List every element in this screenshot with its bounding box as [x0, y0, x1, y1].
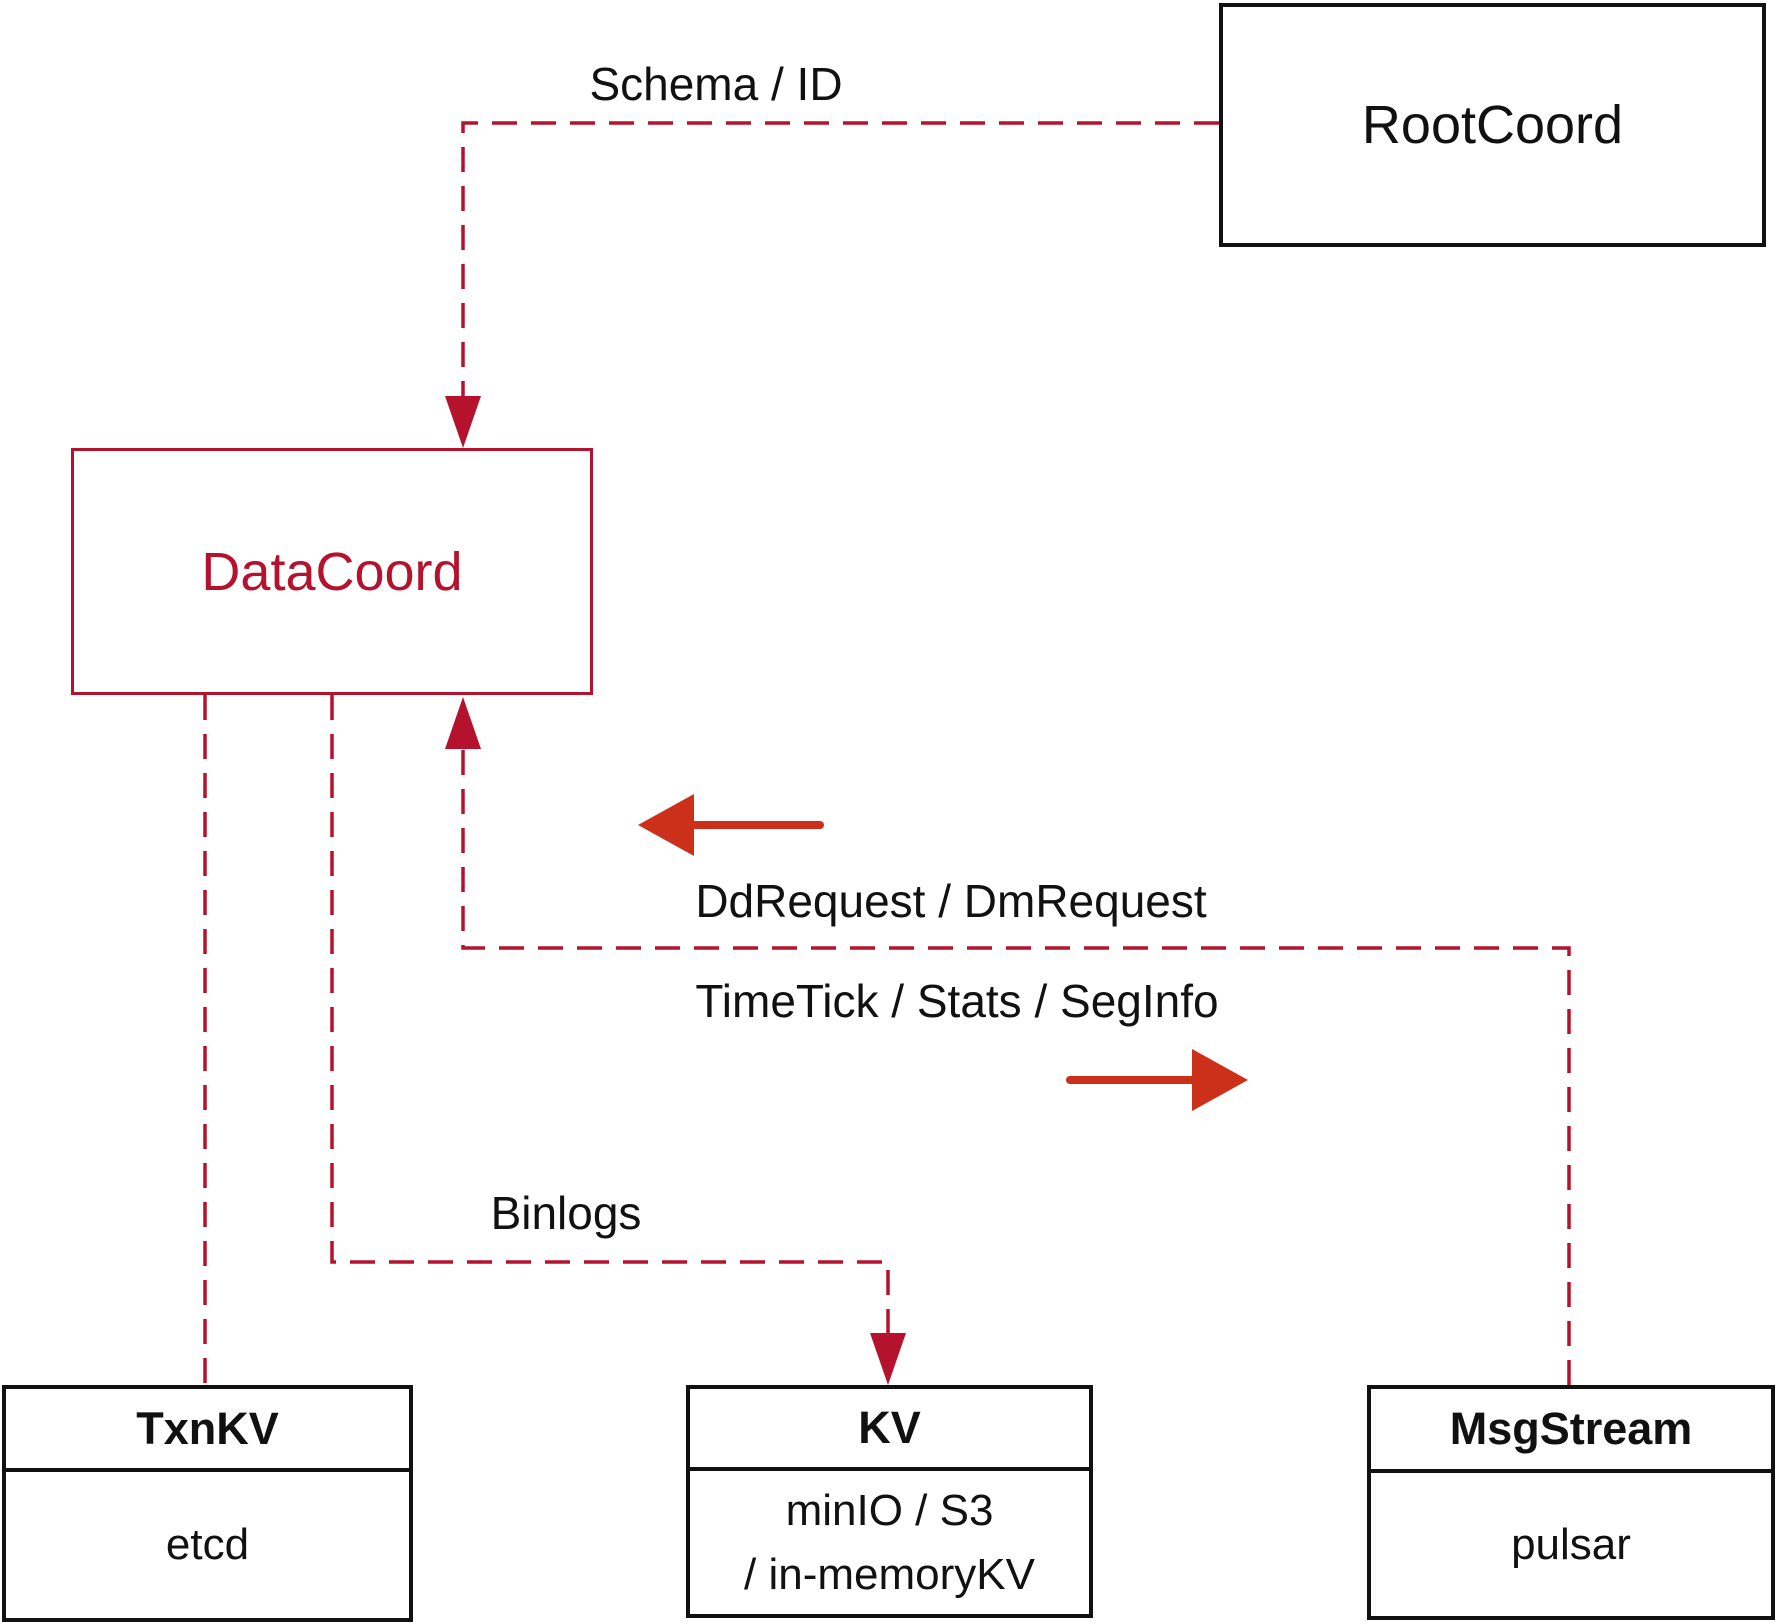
kv-title: KV [690, 1389, 1089, 1471]
msgstream-impl: pulsar [1511, 1519, 1631, 1569]
datacoord-label: DataCoord [201, 541, 463, 602]
msgstream-title: MsgStream [1371, 1389, 1771, 1473]
txnkv-impl: etcd [165, 1520, 250, 1569]
kv-body: minIO / S3 / in-memoryKV [690, 1471, 1089, 1614]
edge-rootcoord-to-datacoord [461, 121, 1219, 396]
arrowhead-up-icon [445, 697, 481, 749]
arrowhead-down-icon [870, 1333, 906, 1385]
msgstream-body: pulsar [1371, 1473, 1771, 1616]
edge-label-timetick-stats-seginfo: TimeTick / Stats / SegInfo [695, 975, 1219, 1027]
txnkv-title: TxnKV [6, 1389, 409, 1472]
txnkv-body: etcd [6, 1472, 409, 1618]
node-rootcoord: RootCoord [1219, 3, 1766, 247]
node-msgstream: MsgStream pulsar [1367, 1385, 1775, 1620]
kv-impl-line2: / in-memoryKV [744, 1549, 1035, 1599]
edge-datacoord-to-kv [330, 695, 890, 1333]
edge-label-binlogs: Binlogs [490, 1187, 642, 1239]
edge-label-schema-id: Schema / ID [589, 58, 843, 110]
kv-impl-line1: minIO / S3 [785, 1485, 994, 1535]
node-txnkv: TxnKV etcd [2, 1385, 413, 1622]
arrowhead-down-icon [445, 396, 481, 448]
rootcoord-label: RootCoord [1361, 95, 1624, 155]
node-datacoord: DataCoord [71, 448, 593, 695]
edge-label-dd-dm-request: DdRequest / DmRequest [695, 875, 1207, 927]
left-arrow-icon [638, 794, 694, 856]
node-kv: KV minIO / S3 / in-memoryKV [686, 1385, 1093, 1618]
edge-msgstream-to-datacoord [461, 749, 1571, 1385]
right-arrow-icon [1192, 1049, 1248, 1111]
